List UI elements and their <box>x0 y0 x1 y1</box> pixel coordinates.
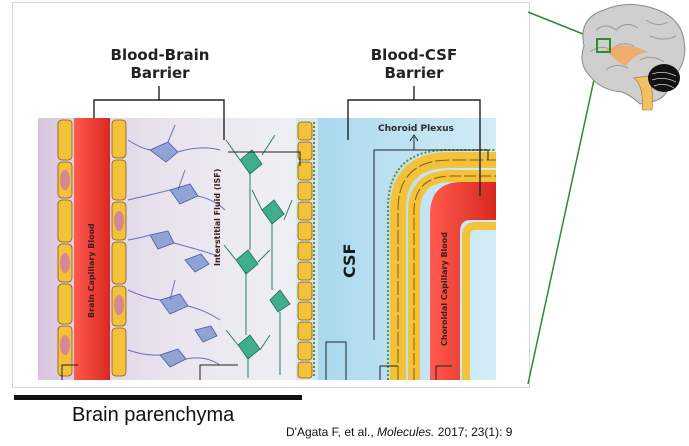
bcsf-title-line2: Barrier <box>362 64 466 82</box>
citation-authors: D'Agata F, et al., <box>286 425 374 439</box>
bcsf-title: Blood-CSF Barrier <box>362 46 466 82</box>
citation-details: 2017; 23(1): 9 <box>438 425 513 439</box>
citation-journal: Molecules. <box>377 425 434 439</box>
bbb-title: Blood-Brain Barrier <box>108 46 212 82</box>
bbb-title-line1: Blood-Brain <box>108 46 212 64</box>
brain-icon <box>582 4 685 110</box>
csf-label: CSF <box>340 244 359 279</box>
choroidal-capillary-blood-label: Choroidal Capillary Blood <box>440 232 449 346</box>
bbb-title-line2: Barrier <box>108 64 212 82</box>
choroid-plexus-label: Choroid Plexus <box>378 124 454 134</box>
callout-line-bottom <box>528 52 600 384</box>
bcsf-title-line1: Blood-CSF <box>362 46 466 64</box>
brain-capillary-blood-label: Brain Capillary Blood <box>87 223 96 318</box>
parenchyma-bar <box>14 395 302 400</box>
interstitial-fluid-label: Interstitial Fluid (ISF) <box>213 169 222 266</box>
brain-parenchyma-label: Brain parenchyma <box>72 404 234 427</box>
citation: D'Agata F, et al., Molecules. 2017; 23(1… <box>286 425 512 439</box>
